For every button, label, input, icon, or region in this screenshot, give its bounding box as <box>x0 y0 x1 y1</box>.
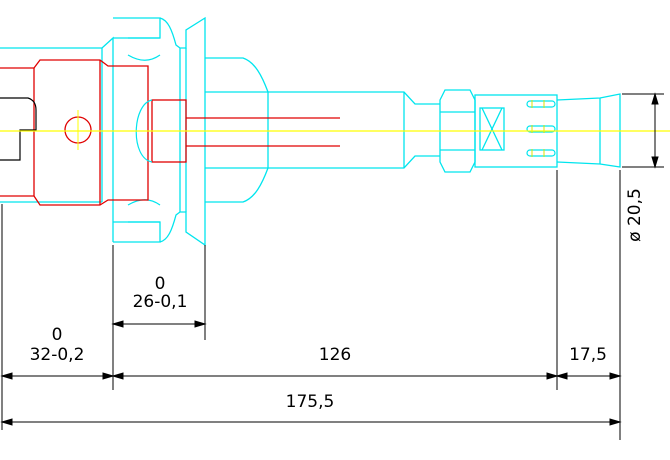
extension-lines <box>1 93 664 440</box>
left-length: 32-0,2 <box>30 345 85 365</box>
right-length: 17,5 <box>569 345 607 365</box>
dimension-lines <box>0 92 659 426</box>
middle-length: 126 <box>319 345 351 365</box>
cut-detail <box>0 97 37 161</box>
diameter-label: ø 20,5 <box>625 188 645 242</box>
thread-marks <box>531 100 545 157</box>
total-length: 175,5 <box>286 392 335 412</box>
collet-outline <box>0 59 340 206</box>
left-tolerance: 0 <box>52 325 63 345</box>
flange-tolerance: 0 <box>155 274 166 294</box>
thread-grooves <box>526 100 556 157</box>
flange-length: 26-0,1 <box>133 292 188 312</box>
